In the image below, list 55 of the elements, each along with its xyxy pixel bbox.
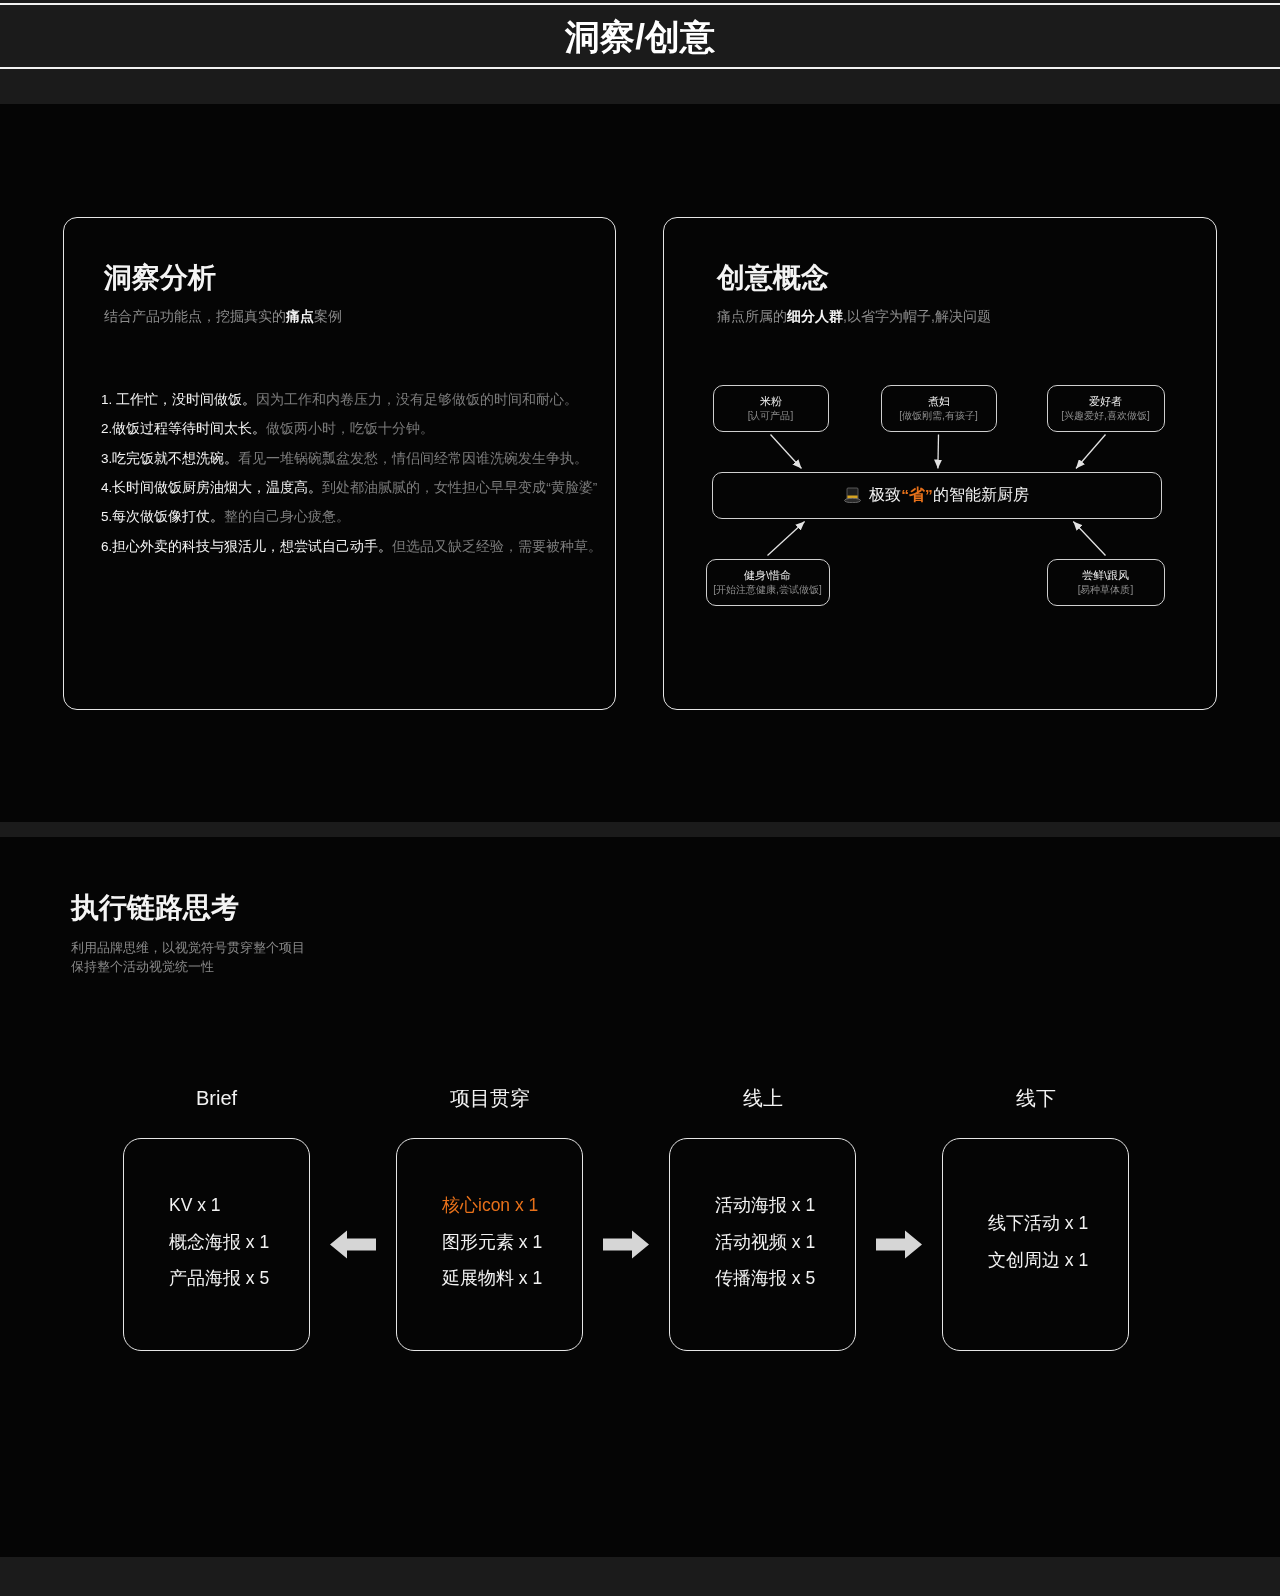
card-heading: 创意概念	[717, 261, 829, 295]
item-text: 图形元素 x 1	[442, 1230, 543, 1253]
audience-note: [认可产品]	[747, 409, 794, 422]
concept-card	[663, 217, 1217, 710]
column-title: 项目贯穿	[449, 1086, 530, 1111]
audience-label: 煮妇	[927, 394, 950, 408]
section-heading: 执行链路思考	[71, 891, 239, 925]
insight-item: 3.吃完饭就不想洗碗。看见一堆锅碗瓢盆发愁，情侣间经常因谁洗碗发生争执。	[101, 449, 589, 468]
audience-box	[1046, 558, 1165, 606]
item-text: 活动视频 x 1	[715, 1230, 816, 1253]
card-subtitle: 痛点所属的细分人群,以省字为帽子,解决问题	[717, 307, 991, 326]
audience-label: 爱好者	[1089, 394, 1122, 408]
item-text: 文创周边 x 1	[988, 1248, 1089, 1271]
audience-note: [兴趣爱好,喜欢做饭]	[1061, 409, 1150, 422]
arrow	[1075, 433, 1107, 470]
arrow	[934, 433, 943, 470]
audience-box	[712, 384, 829, 432]
insight-item: 4.长时间做饭厨房油烟大，温度高。到处都油腻腻的，女性担心早早变成“黄脸婆”	[101, 478, 598, 497]
audience-box	[1046, 384, 1165, 432]
section-subtitle: 利用品牌思维，以视觉符号贯穿整个项目保持整个活动视觉统一性	[71, 939, 306, 976]
arrow	[330, 1230, 376, 1259]
arrow	[766, 520, 806, 557]
column-title: Brief	[195, 1086, 238, 1111]
item-text: 核心icon x 1	[442, 1194, 539, 1216]
audience-box	[705, 558, 830, 606]
concept-text: 极致“省”的智能新厨房	[869, 485, 1029, 505]
insight-item: 6.担心外卖的科技与狠活儿，想尝试自己动手。但选品又缺乏经验，需要被种草。	[101, 537, 603, 556]
arrow	[769, 433, 803, 470]
insight-item: 5.每次做饭像打仗。整的自己身心疲惫。	[101, 508, 351, 527]
card-heading: 洞察分析	[104, 261, 216, 295]
item-text: 概念海报 x 1	[169, 1230, 270, 1253]
insight-item: 2.做饭过程等待时间太长。做饭两小时，吃饭十分钟。	[101, 420, 435, 439]
audience-note: [做饭刚需,有孩子]	[899, 409, 978, 422]
insight-item: 1. 工作忙，没时间做饭。因为工作和内卷压力，没有足够做饭的时间和耐心。	[101, 391, 578, 409]
insight-card	[63, 217, 616, 710]
page-title: 洞察/创意	[565, 16, 715, 58]
audience-label: 健身\惜命	[743, 568, 792, 582]
item-text: 产品海报 x 5	[169, 1267, 270, 1289]
concept-box	[711, 471, 1162, 519]
audience-note: [易种草体质]	[1077, 583, 1134, 596]
arrow	[876, 1230, 922, 1259]
arrow	[1072, 520, 1107, 557]
card-subtitle: 结合产品功能点，挖掘真实的痛点案例	[104, 307, 342, 326]
item-text: 延展物料 x 1	[442, 1267, 543, 1289]
audience-label: 米粉	[759, 394, 782, 408]
arrow	[603, 1230, 649, 1259]
item-text: 线下活动 x 1	[988, 1212, 1089, 1235]
audience-label: 尝鲜\跟风	[1081, 568, 1130, 582]
item-text: 活动海报 x 1	[715, 1194, 816, 1216]
item-text: KV x 1	[169, 1194, 221, 1216]
audience-box	[880, 384, 997, 432]
column-title: 线上	[742, 1086, 783, 1111]
column-title: 线下	[1015, 1086, 1056, 1111]
item-text: 传播海报 x 5	[715, 1267, 816, 1289]
audience-note: [开始注意健康,尝试做饭]	[713, 583, 822, 596]
